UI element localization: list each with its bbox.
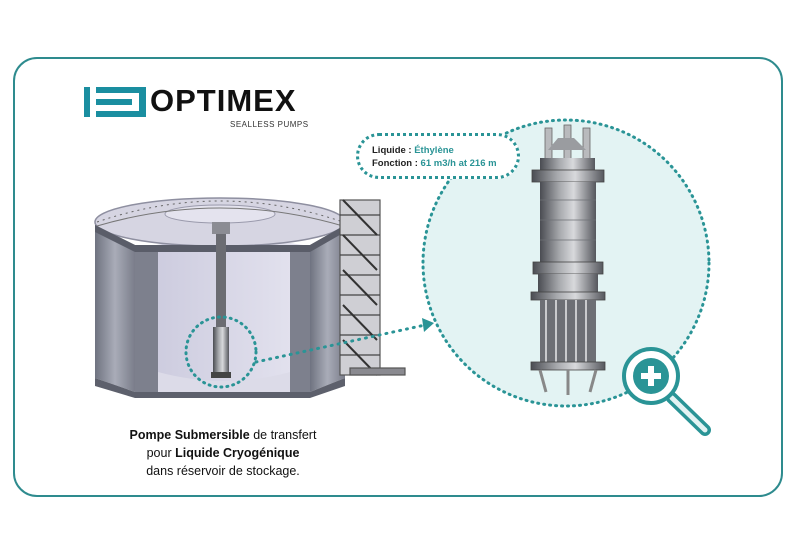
function-label: Fonction : [372, 158, 418, 169]
brand-logo: OPTIMEX SEALLESS PUMPS [84, 83, 308, 129]
caption-text-1: de transfert [249, 428, 317, 442]
caption-text-3: dans réservoir de stockage. [146, 464, 300, 478]
caption-text-2: pour [146, 446, 176, 460]
connector-arrow-icon [422, 318, 434, 332]
spec-callout: Liquide : Éthylène Fonction : 61 m3/h at… [356, 133, 520, 179]
function-value: 61 m3/h at 216 m [420, 158, 497, 169]
storage-tank [94, 197, 346, 398]
highlight-circle [184, 315, 258, 389]
caption-product: Pompe Submersible [129, 428, 250, 442]
caption-liquid: Liquide Cryogénique [175, 446, 300, 460]
logo-mark-icon [84, 87, 146, 117]
zoom-in-magnifier-icon[interactable] [622, 347, 711, 436]
brand-tagline: SEALLESS PUMPS [230, 120, 309, 129]
brand-name: OPTIMEX [150, 83, 297, 118]
liquid-row: Liquide : Éthylène [372, 144, 517, 157]
liquid-label: Liquide : [372, 145, 412, 156]
submersible-pump-large [530, 124, 606, 395]
function-row: Fonction : 61 m3/h at 216 m [372, 157, 517, 170]
caption: Pompe Submersible de transfert pour Liqu… [100, 426, 346, 480]
stair-tower [339, 199, 406, 376]
liquid-value: Éthylène [414, 145, 454, 156]
connector-line [254, 323, 427, 364]
